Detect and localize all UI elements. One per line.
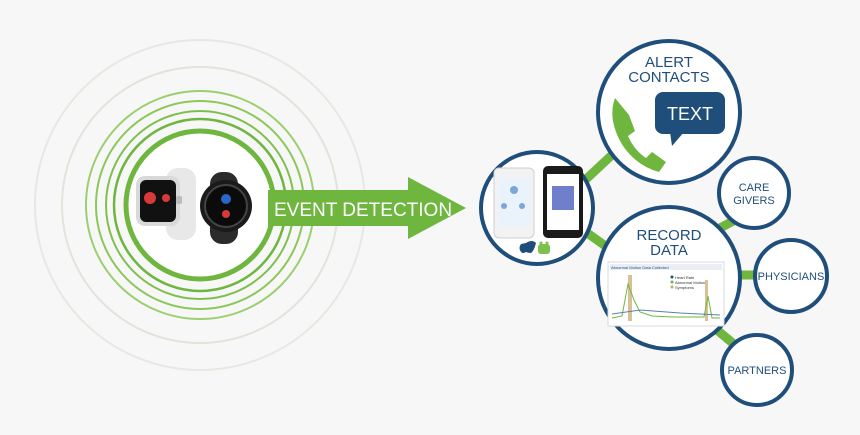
care-givers-node: CARE GIVERS — [717, 156, 791, 230]
android-icon — [538, 244, 550, 254]
text-bubble — [655, 92, 725, 134]
physicians-node: PHYSICIANS — [753, 238, 829, 314]
record-data-node: RECORD DATA Abnormal Motion Data Collect… — [596, 205, 742, 351]
apple-icon — [519, 241, 536, 253]
physicians-label: PHYSICIANS — [758, 271, 825, 283]
legend-abnormal-motion: Abnormal Motion — [675, 280, 705, 285]
care-givers-line1: CARE — [739, 182, 770, 194]
phone-icon — [612, 98, 666, 172]
care-givers-line2: GIVERS — [733, 195, 775, 207]
legend-heart-rate: Heart Rate — [675, 275, 695, 280]
partners-label: PARTNERS — [728, 365, 787, 377]
event-detection-arrow: EVENT DETECTION — [268, 177, 466, 239]
app-phones-node — [479, 150, 595, 266]
mini-chart-title: Abnormal Motion Data Collected — [611, 265, 669, 270]
mini-chart: Abnormal Motion Data Collected Heart Rat… — [607, 261, 725, 327]
text-bubble-label: TEXT — [667, 104, 713, 124]
smartwatches-image — [136, 168, 252, 244]
alert-contacts-line2: CONTACTS — [628, 69, 709, 86]
record-data-line1: RECORD — [636, 227, 701, 244]
alert-contacts-node: ALERT CONTACTS TEXT — [596, 39, 742, 185]
event-detection-label: EVENT DETECTION — [274, 200, 452, 221]
alert-contacts-line1: ALERT — [645, 54, 693, 71]
record-data-line2: DATA — [650, 242, 688, 259]
partners-node: PARTNERS — [720, 333, 794, 407]
legend-symptoms: Symptoms — [675, 285, 694, 290]
